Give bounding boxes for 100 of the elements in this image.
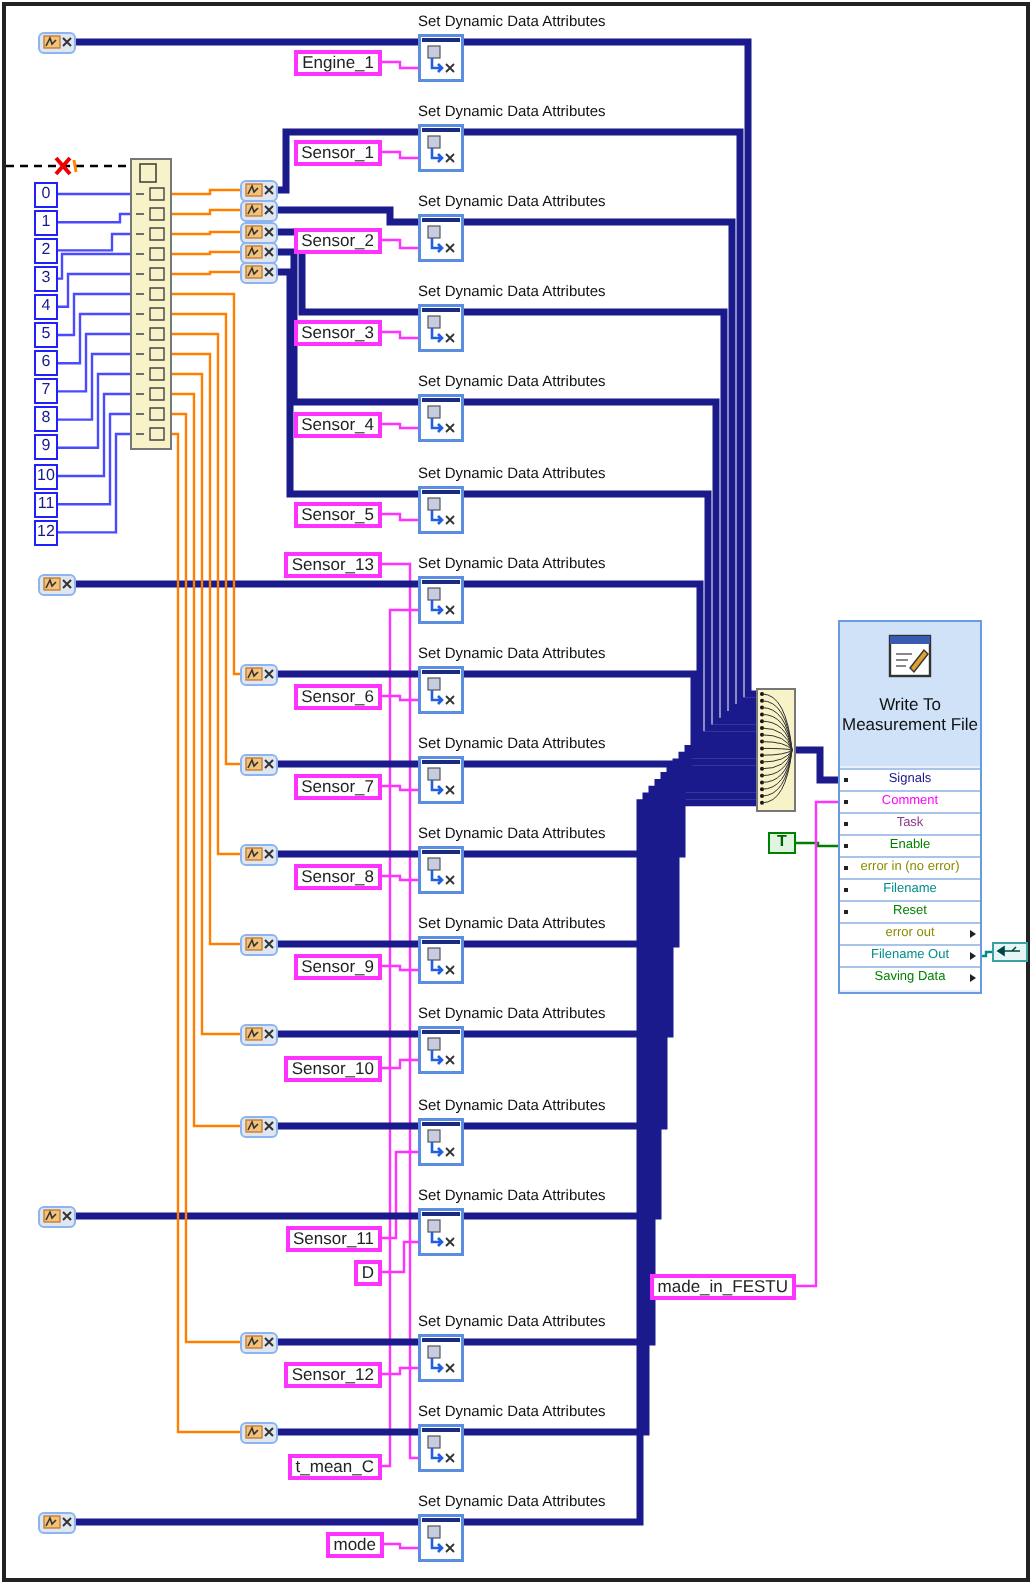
wire	[278, 940, 418, 948]
wire	[172, 188, 240, 196]
index-constant: 9	[34, 434, 58, 461]
wire	[172, 270, 240, 276]
wire	[76, 1518, 418, 1526]
wire	[464, 670, 756, 746]
conversion-node	[240, 1421, 278, 1443]
wire	[6, 164, 130, 168]
wire	[464, 778, 756, 1220]
wire	[172, 230, 240, 236]
wire	[464, 744, 756, 768]
wire	[278, 206, 418, 226]
string-constant: made_in_FESTU	[649, 1273, 796, 1299]
wire	[58, 192, 130, 196]
wire	[382, 874, 418, 882]
wire	[278, 228, 418, 316]
wire	[796, 746, 840, 784]
conversion-node	[240, 1023, 278, 1045]
conversion-node	[240, 933, 278, 955]
index-constant: 8	[34, 406, 58, 433]
string-constant: Sensor_2	[293, 227, 382, 253]
wire	[58, 252, 130, 280]
conversion-node	[240, 1115, 278, 1137]
wire	[172, 332, 240, 856]
string-constant: Sensor_5	[293, 501, 382, 527]
function-node	[838, 620, 982, 994]
wire	[58, 312, 130, 365]
wire	[278, 760, 418, 768]
wire	[58, 412, 130, 506]
conversion-node	[240, 261, 278, 283]
wire	[278, 1030, 418, 1038]
conversion-node	[240, 753, 278, 775]
wire	[278, 1122, 418, 1130]
index-constant: 2	[34, 237, 58, 264]
index-constant: 11	[34, 491, 58, 518]
index-constant: 6	[34, 350, 58, 377]
conversion-node	[240, 199, 278, 221]
index-array-node	[130, 158, 172, 450]
wire	[278, 670, 418, 678]
conversion-node	[38, 573, 76, 595]
wire	[464, 308, 756, 718]
index-constant: 0	[34, 181, 58, 207]
wire	[278, 1428, 418, 1436]
string-constant: Sensor_10	[283, 1055, 382, 1081]
wire	[278, 268, 418, 498]
node-title: Write To Measurement File	[840, 694, 980, 734]
string-constant: Sensor_1	[293, 139, 382, 165]
conversion-node	[240, 179, 278, 201]
conversion-node	[240, 663, 278, 685]
wire	[382, 1058, 418, 1070]
wire	[382, 512, 418, 522]
string-constant: Engine_1	[294, 49, 382, 75]
wire	[464, 490, 756, 732]
index-constant: 1	[34, 209, 58, 236]
conversion-node	[240, 1331, 278, 1353]
index-constant: 12	[34, 519, 58, 546]
wire	[382, 784, 418, 792]
index-constant: 3	[34, 265, 58, 292]
index-constant: 7	[34, 378, 58, 405]
string-constant: Sensor_9	[293, 953, 382, 979]
wire	[58, 212, 130, 224]
conversion-node	[240, 843, 278, 865]
wire	[382, 150, 418, 160]
wire	[796, 800, 840, 1288]
string-constant: Sensor_4	[293, 411, 382, 437]
conversion-node	[38, 1205, 76, 1227]
wire	[382, 1366, 418, 1376]
wire	[278, 1338, 418, 1346]
string-constant: Sensor_12	[283, 1361, 382, 1387]
wire	[58, 272, 130, 308]
wire	[382, 422, 418, 430]
index-constant: 5	[34, 322, 58, 348]
wire	[172, 292, 240, 676]
boolean-constant: T	[768, 832, 796, 854]
wire	[464, 580, 756, 739]
wire	[58, 372, 130, 449]
wire	[382, 694, 418, 702]
wire	[76, 38, 418, 46]
string-constant: Sensor_3	[293, 319, 382, 345]
wire	[464, 218, 756, 712]
wire	[382, 1150, 418, 1240]
wire	[58, 352, 130, 421]
wire	[382, 1240, 418, 1274]
wire	[382, 238, 418, 250]
wire	[278, 128, 418, 194]
wire	[76, 580, 418, 588]
build-array-node	[756, 688, 796, 812]
string-constant: Sensor_8	[293, 863, 382, 889]
wire	[58, 332, 130, 393]
wire	[172, 312, 240, 766]
string-constant: Sensor_11	[285, 1225, 382, 1251]
wire	[382, 964, 418, 972]
conversion-node	[240, 221, 278, 243]
wire	[58, 292, 130, 337]
wire	[172, 208, 240, 216]
wire	[172, 352, 240, 946]
string-constant: mode	[325, 1531, 384, 1557]
wire	[382, 330, 418, 340]
wire	[172, 250, 240, 256]
wire	[58, 392, 130, 478]
